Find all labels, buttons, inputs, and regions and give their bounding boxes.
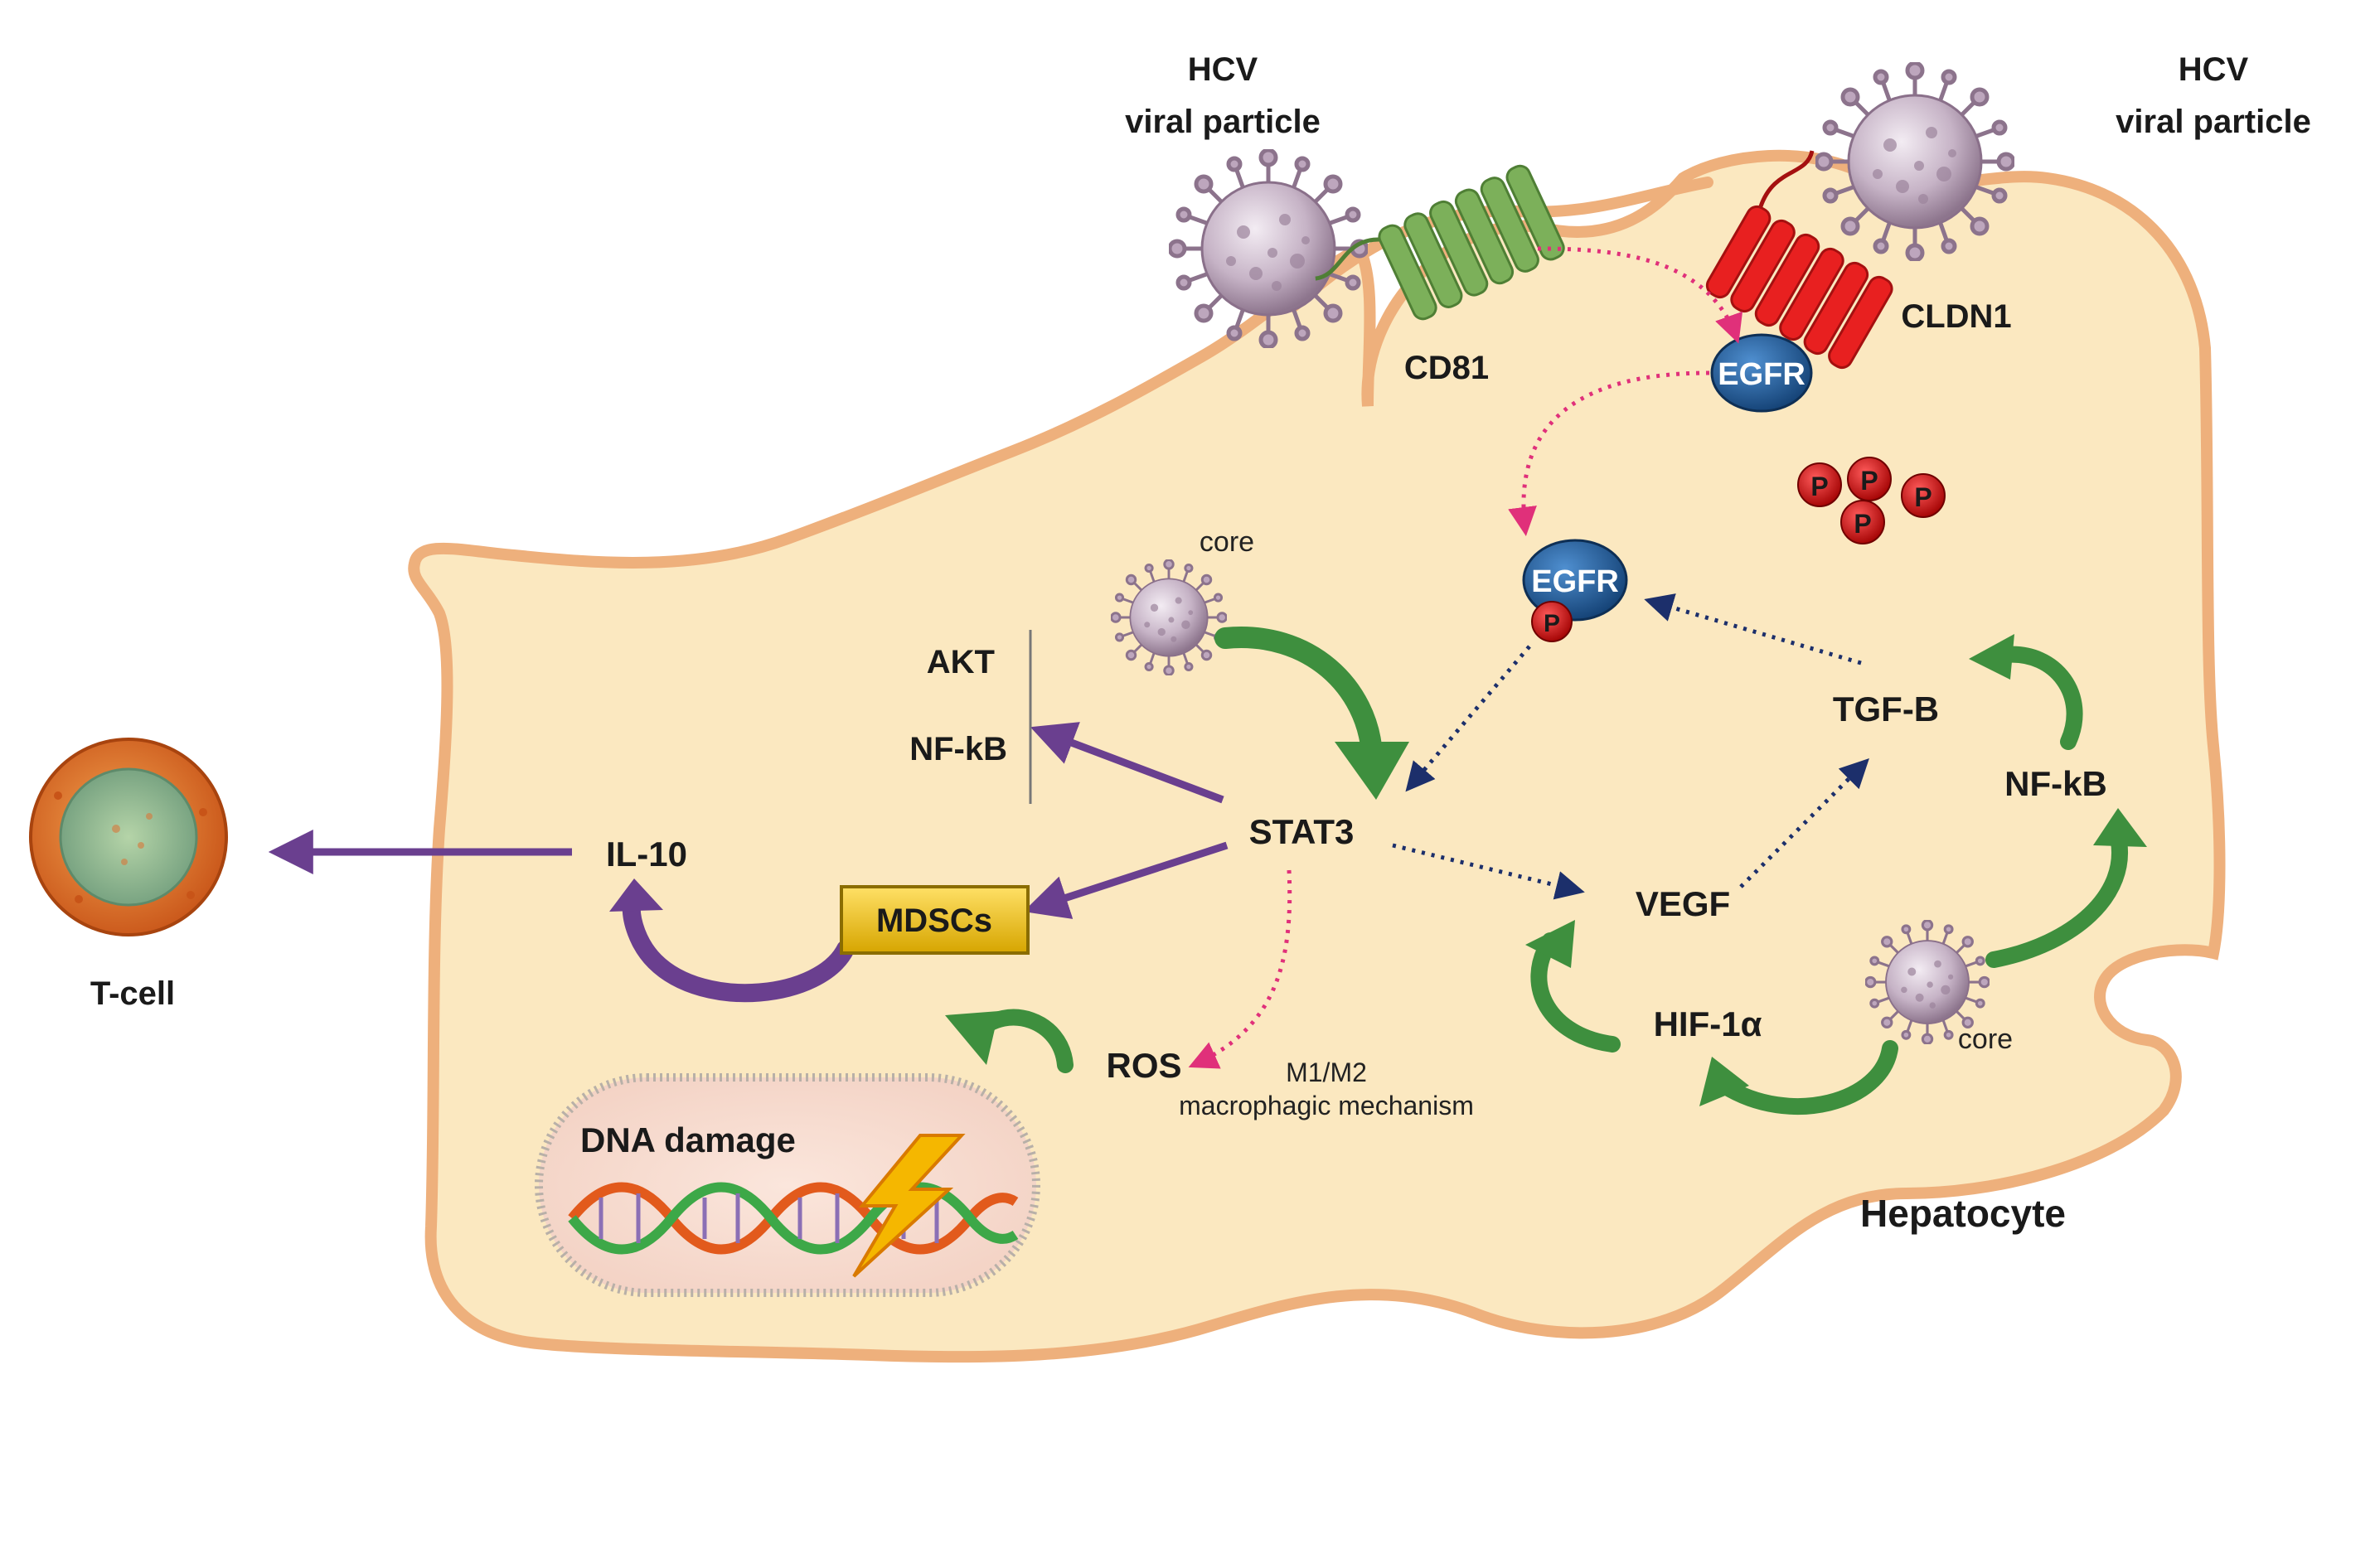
nfkb-right-label: NF-kB <box>2004 764 2107 803</box>
egfr-mid-icon <box>1522 539 1628 622</box>
stat3-to-ros-arrow <box>1188 869 1292 1069</box>
mdscs-to-il10-arrowhead <box>609 878 663 912</box>
egfr-p-to-stat3-arrow <box>1405 645 1531 792</box>
phosphate-icon <box>1797 462 1842 507</box>
egfr-top-label: EGFR <box>1718 357 1805 392</box>
tgfb-label: TGF-B <box>1833 690 1939 728</box>
hepatocyte-label: Hepatocyte <box>1860 1192 2066 1235</box>
egfr-mid-label: EGFR <box>1531 564 1619 599</box>
egfr-top-icon <box>1710 333 1813 413</box>
hepatocyte-cell-body <box>408 149 2226 1363</box>
phosphate-label: P <box>1810 472 1828 501</box>
core-to-hif-green-arrow <box>1716 1040 1898 1116</box>
hif-to-vegf-arrowhead <box>1525 920 1575 968</box>
mdscs-label: MDSCs <box>876 903 992 939</box>
core-top-label: core <box>1200 526 1254 558</box>
t-cell-icon <box>29 738 228 936</box>
stat3-to-akt-nfkb-arrow <box>1030 722 1224 804</box>
cldn1-label: CLDN1 <box>1901 298 2011 335</box>
lightning-icon <box>852 1134 966 1278</box>
macro-line2-label: macrophagic mechanism <box>1179 1091 1474 1120</box>
hcv-virus-right-icon <box>1816 63 2014 260</box>
hcv-left-title-line1: HCV <box>1188 51 1258 88</box>
phosphate-icon <box>1901 473 1946 518</box>
core-to-nfkb-green-arrow <box>1985 829 2128 968</box>
tgfb-to-egfr-arrow <box>1644 593 1862 665</box>
akt-label: AKT <box>927 644 995 680</box>
core-to-stat3-green-arrow <box>1214 627 1383 765</box>
hcv-right-title-line1: HCV <box>2179 51 2249 88</box>
phosphate-label: P <box>1860 466 1878 496</box>
dna-damage-label: DNA damage <box>580 1120 796 1159</box>
cd81-label: CD81 <box>1404 350 1489 386</box>
core-to-stat3-arrowhead <box>1335 742 1409 800</box>
il10-label: IL-10 <box>606 835 687 874</box>
hif-to-vegf-green-arrow <box>1530 932 1621 1053</box>
phosphate-label: P <box>1914 482 1932 512</box>
stat3-to-mdscs-arrow <box>1023 841 1229 919</box>
mdscs-box <box>840 885 1030 955</box>
phospho-egfr-label: P <box>1544 610 1560 637</box>
hcv-virus-left-icon <box>1170 150 1367 347</box>
core-bottom-label: core <box>1958 1024 2013 1055</box>
phosphate-label: P <box>1854 509 1871 539</box>
macro-line1-label: M1/M2 <box>1286 1057 1367 1087</box>
cd81-to-egfr-arrow <box>1537 246 1743 344</box>
cldn1-receptor-icon <box>1705 150 1893 370</box>
ros-label: ROS <box>1106 1046 1181 1085</box>
phospho-egfr-icon <box>1531 601 1573 642</box>
core-to-nfkb-arrowhead <box>2093 808 2147 847</box>
nfkb-to-tgfb-green-arrow <box>1998 646 2083 750</box>
stat3-to-vegf-arrow <box>1392 843 1585 900</box>
cd81-receptor-icon <box>1315 164 1565 321</box>
stat3-label: STAT3 <box>1249 812 1355 851</box>
hif1a-label: HIF-1α <box>1654 1004 1762 1043</box>
nfkb-to-tgfb-arrowhead <box>1969 634 2014 680</box>
hcv-left-title-line2: viral particle <box>1125 104 1321 140</box>
nucleus-dna-damage-icon <box>535 1073 1040 1297</box>
mdscs-to-il10-curved-arrow <box>622 894 855 1003</box>
core-to-hif-arrowhead <box>1699 1057 1749 1106</box>
phosphate-group-cluster: P P P P <box>1797 457 1946 544</box>
phosphate-icon <box>1840 500 1885 544</box>
hcv-right-title-line2: viral particle <box>2116 104 2311 140</box>
phosphate-icon <box>1847 457 1892 501</box>
core-virus-top-icon <box>1111 559 1227 675</box>
nfkb-left-label: NF-kB <box>909 731 1007 767</box>
ros-to-dna-arrowhead <box>945 1011 999 1065</box>
tcell-label: T-cell <box>90 975 175 1012</box>
vegf-label: VEGF <box>1636 884 1730 923</box>
